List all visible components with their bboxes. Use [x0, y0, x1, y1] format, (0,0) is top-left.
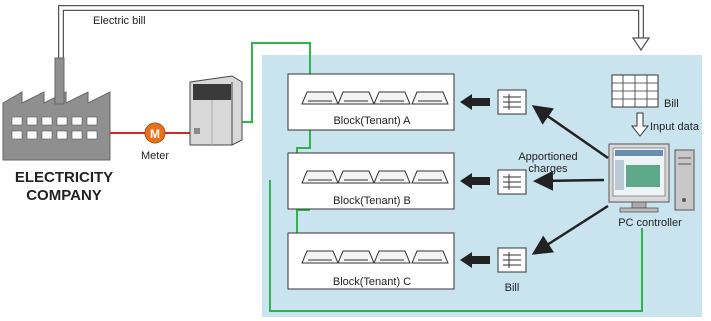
input-data-arrow [630, 112, 650, 137]
input-data-label: Input data [650, 121, 700, 133]
outdoor-unit-icon [189, 75, 243, 146]
bill-a-icon [497, 89, 527, 115]
utility-bill-icon [611, 74, 659, 108]
bill-c-icon [497, 247, 527, 273]
pc-controller-label: PC controller [618, 217, 682, 229]
apportioned-line1: Apportioned [518, 151, 577, 163]
pc-controller-icon [608, 143, 695, 213]
apportioned-line2: charges [528, 163, 568, 175]
meter-label: Meter [141, 150, 169, 162]
block-c-label: Block(Tenant) C [333, 276, 411, 288]
block-b-label: Block(Tenant) B [333, 195, 411, 207]
meter-icon: M [144, 122, 166, 144]
electric-bill-label: Electric bill [93, 15, 146, 27]
bill-bottom-label: Bill [505, 282, 520, 294]
block-tenant-b [287, 152, 455, 210]
block-tenant-c [287, 232, 455, 290]
bill-delivery-arrows [460, 94, 490, 268]
bill-b-icon [497, 169, 527, 195]
svg-text:M: M [150, 127, 160, 141]
apportion-arrows [531, 105, 609, 255]
block-tenant-a [287, 73, 455, 131]
company-name-line2: COMPANY [26, 187, 102, 204]
block-a-label: Block(Tenant) A [333, 115, 411, 127]
company-name-line1: ELECTRICITY [15, 169, 113, 186]
bill-top-label: Bill [664, 98, 679, 110]
electric-bill-route [58, 5, 651, 103]
factory-icon [2, 57, 111, 161]
